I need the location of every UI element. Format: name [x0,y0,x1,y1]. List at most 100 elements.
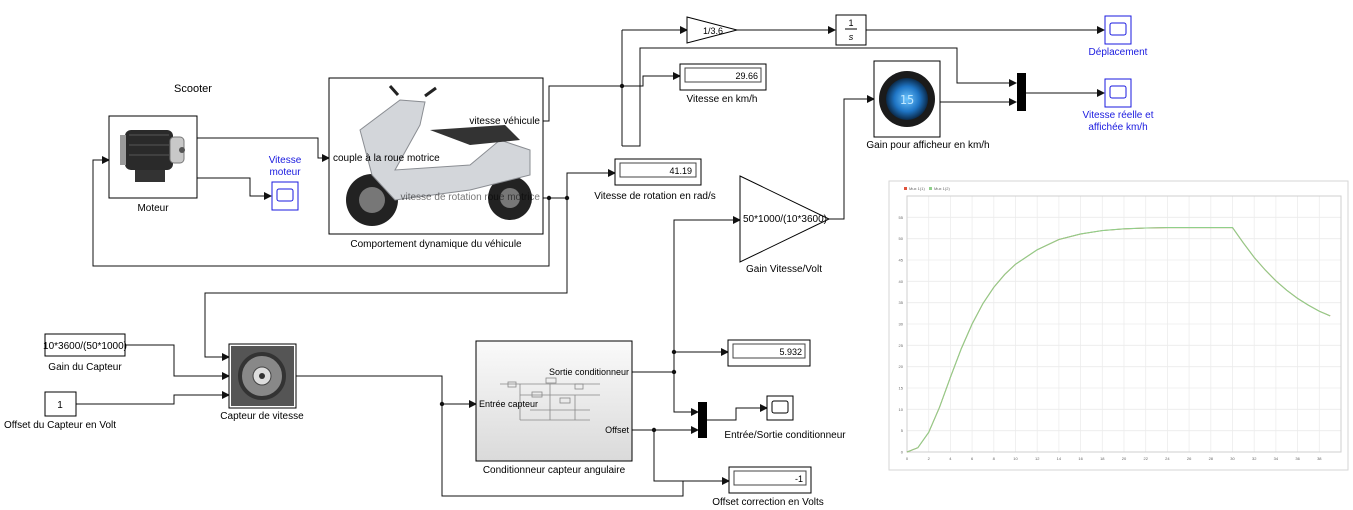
y-tick-label: 15 [899,386,904,391]
scope-chart: Mux 1(1) Mux 1(2) 0 5 10 15 20 25 30 35 40 45 50 55… [888,180,1349,471]
x-tick-label: 16 [1078,456,1083,461]
y-tick-label: 25 [899,343,904,348]
x-tick-label: 18 [1100,456,1105,461]
circuit-icon [500,377,600,421]
chart-series [906,227,1331,453]
port-couple: couple à la roue motrice [333,153,440,164]
y-tick-label: 40 [899,279,904,284]
vitesse-reelle-label-1: Vitesse réelle et [1083,110,1154,121]
x-tick-label: 26 [1187,456,1192,461]
legend-label-2: Mux 1(2) [934,186,950,191]
entree-sortie-scope[interactable]: Entrée/Sortie conditionneur [724,395,846,441]
integrator-block[interactable]: 1 s [835,14,867,46]
vitesse-kmh-display[interactable]: 29.66 Vitesse en km/h [679,63,767,105]
x-tick-label: 14 [1057,456,1062,461]
sortie-conditionneur-value: 5.932 [779,347,802,357]
integrator-den: s [849,32,854,42]
series-line-2 [906,227,1331,453]
x-tick-label: 20 [1122,456,1127,461]
gain-vitesse-volt-expr: 50*1000/(10*3600) [743,214,827,225]
offset-capteur-block[interactable]: 1 Offset du Capteur en Volt [4,391,116,431]
scooter-image [346,85,532,226]
x-tick-label: 22 [1143,456,1148,461]
chart-legend: Mux 1(1) Mux 1(2) [904,186,950,191]
capteur-vitesse-block[interactable]: Capteur de vitesse [220,343,304,422]
y-tick-label: 10 [899,407,904,412]
cond-out2-port: Offset [605,425,629,435]
legend-swatch-2 [929,187,932,190]
y-tick-label: 20 [899,364,904,369]
integrator-num: 1 [848,18,853,28]
y-tick-label: 35 [899,300,904,305]
legend-label-1: Mux 1(1) [909,186,925,191]
x-tick-label: 34 [1274,456,1279,461]
vitesse-moteur-label-2: moteur [269,167,301,178]
x-tick-label: 38 [1317,456,1322,461]
x-tick-label: 32 [1252,456,1257,461]
offset-capteur-label: Offset du Capteur en Volt [4,420,116,431]
x-tick-label: 24 [1165,456,1170,461]
gain-afficheur-label: Gain pour afficheur en km/h [866,140,989,151]
offset-capteur-value: 1 [57,400,63,411]
y-tick-label: 55 [899,215,904,220]
vitesse-moteur-label-1: Vitesse [269,155,302,166]
vitesse-rotation-label: Vitesse de rotation en rad/s [594,191,716,202]
legend-swatch-1 [904,187,907,190]
x-tick-label: 4 [949,456,952,461]
y-tick-label: 45 [899,258,904,263]
entree-sortie-label: Entrée/Sortie conditionneur [724,430,846,441]
gain-vitesse-volt-label: Gain Vitesse/Volt [746,264,822,275]
vitesse-reelle-scope[interactable]: Vitesse réelle et affichée km/h [1083,78,1154,133]
x-tick-label: 12 [1035,456,1040,461]
dial-icon: 15 [900,93,914,107]
motor-icon [120,130,185,182]
x-tick-label: 28 [1209,456,1214,461]
gain-capteur-block[interactable]: 10*3600/(50*1000) Gain du Capteur [43,333,127,373]
offset-correction-value: -1 [795,474,803,484]
mux-vitesse[interactable] [1017,73,1026,111]
x-tick-label: 2 [928,456,931,461]
chart-grid [906,195,1342,453]
gain-vitesse-volt-block[interactable]: 50*1000/(10*3600) Gain Vitesse/Volt [739,175,831,275]
gain-1-3.6-block[interactable]: 1/3.6 [686,16,739,44]
y-tick-label: 30 [899,322,904,327]
port-vitesse-vehicule: vitesse véhicule [469,116,540,127]
vitesse-reelle-label-2: affichée km/h [1088,122,1147,133]
x-tick-label: 30 [1230,456,1235,461]
conditionneur-label: Conditionneur capteur angulaire [483,465,626,476]
offset-correction-display[interactable]: -1 Offset correction en Volts [712,466,824,508]
x-tick-label: 10 [1013,456,1018,461]
gain-1-3.6-text: 1/3.6 [703,26,723,36]
deplacement-scope[interactable]: Déplacement [1089,15,1148,58]
chart-panel [888,180,1349,471]
x-tick-label: 8 [993,456,996,461]
moteur-block[interactable] [108,115,198,199]
model-title: Scooter [174,83,212,95]
vitesse-kmh-label: Vitesse en km/h [687,94,758,105]
mux-conditionneur[interactable] [698,402,707,438]
moteur-label: Moteur [137,203,169,214]
sortie-conditionneur-display[interactable]: 5.932 [727,339,811,367]
comportement-dynamique-block[interactable]: vitesse véhicule couple à la roue motric… [328,77,544,235]
vitesse-kmh-value: 29.66 [735,71,758,81]
x-tick-label: 0 [906,456,909,461]
signal-lines [76,26,1105,497]
comportement-label: Comportement dynamique du véhicule [350,239,522,250]
gain-afficheur-block[interactable]: 15 Gain pour afficheur en km/h [866,60,990,151]
y-tick-label: 5 [901,428,904,433]
deplacement-label: Déplacement [1089,47,1148,58]
offset-correction-label: Offset correction en Volts [712,497,824,508]
conditionneur-block[interactable]: Entrée capteur Sortie conditionneur Offs… [475,340,633,476]
gain-capteur-expr: 10*3600/(50*1000) [43,341,127,352]
x-tick-label: 36 [1295,456,1300,461]
vitesse-rotation-value: 41.19 [669,166,692,176]
vitesse-moteur-scope[interactable]: Vitesse moteur [269,155,302,211]
port-vitesse-rotation: vitesse de rotation roue motrice [400,192,540,203]
vitesse-rotation-display[interactable]: 41.19 Vitesse de rotation en rad/s [594,158,716,202]
y-tick-label: 50 [899,236,904,241]
x-tick-label: 6 [971,456,974,461]
gain-capteur-label: Gain du Capteur [48,362,122,373]
